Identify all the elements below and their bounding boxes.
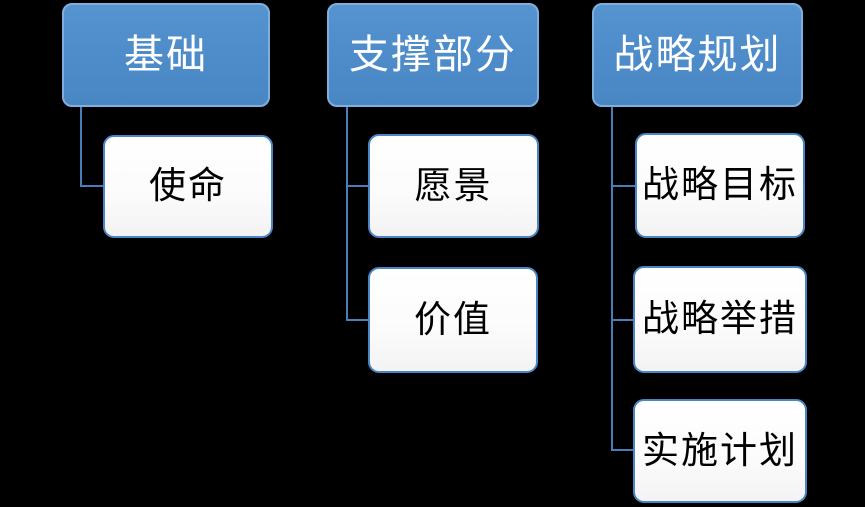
connector-elbow-col3-child1 [611,185,635,187]
diagram-node-strategic-initiatives: 战略举措 [633,266,807,373]
diagram-node-mission: 使命 [103,135,273,238]
diagram-node-header-foundation: 基础 [62,3,270,107]
diagram-node-vision: 愿景 [368,134,539,238]
diagram-node-header-strategic-planning: 战略规划 [592,3,803,107]
connector-elbow-col3-child3 [611,449,633,451]
connector-elbow-col3-child2 [611,319,633,321]
connector-elbow-col2-child1 [346,185,368,187]
connector-vertical-col1 [80,107,82,187]
diagram-node-implementation-plan: 实施计划 [633,399,807,503]
connector-elbow-col1-child1 [80,185,103,187]
connector-vertical-col3 [611,107,613,451]
diagram-node-strategic-goals: 战略目标 [635,133,805,238]
connector-vertical-col2 [346,107,348,321]
diagram-node-value: 价值 [368,267,538,373]
diagram-node-header-support: 支撑部分 [327,3,539,107]
connector-elbow-col2-child2 [346,319,368,321]
